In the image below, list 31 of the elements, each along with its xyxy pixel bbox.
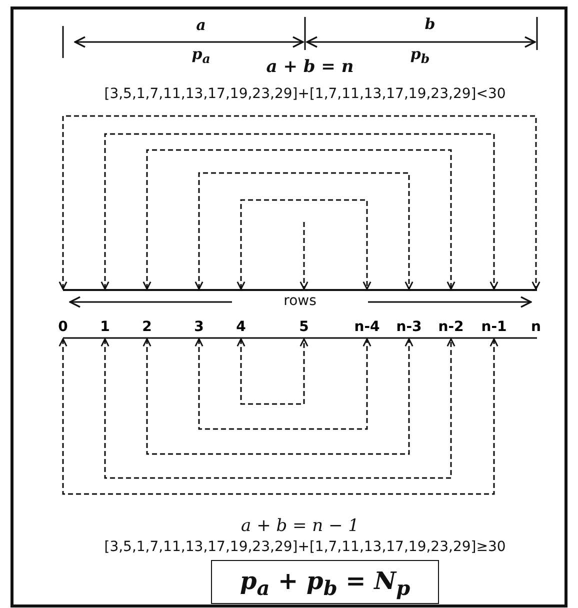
arrow — [236, 199, 372, 290]
row-number: n-2 — [434, 318, 468, 338]
arrow — [236, 338, 308, 405]
dimension-label: a — [196, 16, 206, 35]
dimension-label: p$_{a}$ — [192, 45, 210, 68]
arrow — [100, 338, 456, 479]
equation: a + b = n — [266, 57, 354, 78]
row-number: n-3 — [392, 318, 426, 338]
row-number: 3 — [182, 318, 216, 338]
arrow — [142, 338, 414, 455]
dimension-label: b — [424, 15, 436, 34]
row-number: 0 — [46, 318, 80, 338]
equation: a + b = n − 1 — [241, 516, 359, 537]
dimension-label: p$_{b}$ — [410, 45, 430, 68]
row-number: 5 — [287, 318, 321, 338]
condition-text: [3,5,1,7,11,13,17,19,23,29]+[1,7,11,13,17,19,23,29]≥30 — [104, 538, 506, 556]
arrow — [194, 338, 372, 430]
condition-text: [3,5,1,7,11,13,17,19,23,29]+[1,7,11,13,17,19,23,29]<30 — [104, 85, 506, 103]
arrow — [142, 149, 456, 290]
arrow — [58, 115, 540, 290]
row-number: n — [519, 318, 553, 338]
formula-box: p$_{a}$ + p$_{b}$ = N$_{p}$ — [211, 560, 439, 604]
arrow — [58, 338, 498, 495]
arrow — [100, 133, 498, 290]
row-number: n-4 — [350, 318, 384, 338]
arrow — [300, 222, 308, 290]
row-number: n-1 — [477, 318, 511, 338]
row-number: 4 — [224, 318, 258, 338]
row-number: 1 — [88, 318, 122, 338]
arrow — [194, 172, 414, 290]
row-number: 2 — [130, 318, 164, 338]
